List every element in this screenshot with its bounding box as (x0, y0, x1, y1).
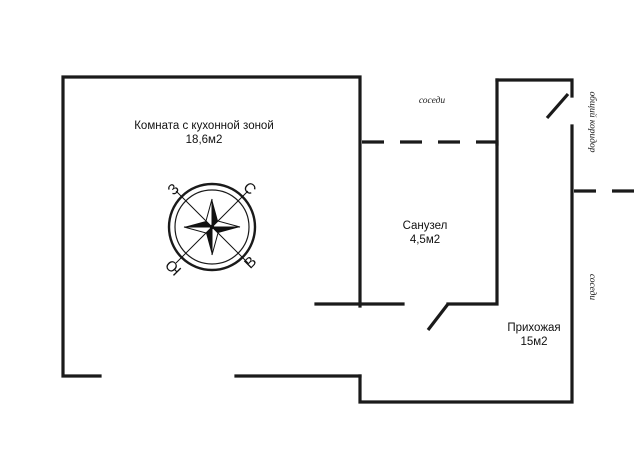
hallway-area: 15м2 (520, 336, 547, 348)
main-room-wall-outer (61, 75, 362, 378)
compass-ring-inner (174, 189, 250, 265)
compass-west-label: З (164, 180, 182, 198)
bathroom-hallway-walls (358, 78, 574, 404)
compass-south-label: Ю (162, 256, 185, 279)
neighbors-label-right: соседи (587, 274, 598, 301)
compass-rose: С В Ю З (162, 179, 260, 279)
bathroom-wall-right (446, 140, 499, 306)
main-room-walls (61, 75, 405, 378)
entrance-door (545, 92, 570, 120)
compass-star-cardinal (183, 198, 241, 256)
bathroom-door (426, 303, 450, 331)
hallway-wall-outer (358, 124, 574, 404)
main-room-area: 18,6м2 (186, 134, 223, 146)
main-room-name: Комната с кухонной зоной (134, 120, 274, 132)
compass-ring-outer (167, 182, 257, 272)
bathroom-area: 4,5м2 (410, 234, 440, 246)
compass-east-label: В (241, 253, 260, 272)
hallway-wall-top (495, 78, 574, 98)
bathroom-name: Санузел (403, 220, 448, 232)
hallway-name: Прихожая (507, 322, 560, 334)
corridor-label: общий коридор (587, 91, 598, 152)
compass-center (209, 224, 215, 230)
neighbors-label-top: соседи (419, 95, 446, 106)
